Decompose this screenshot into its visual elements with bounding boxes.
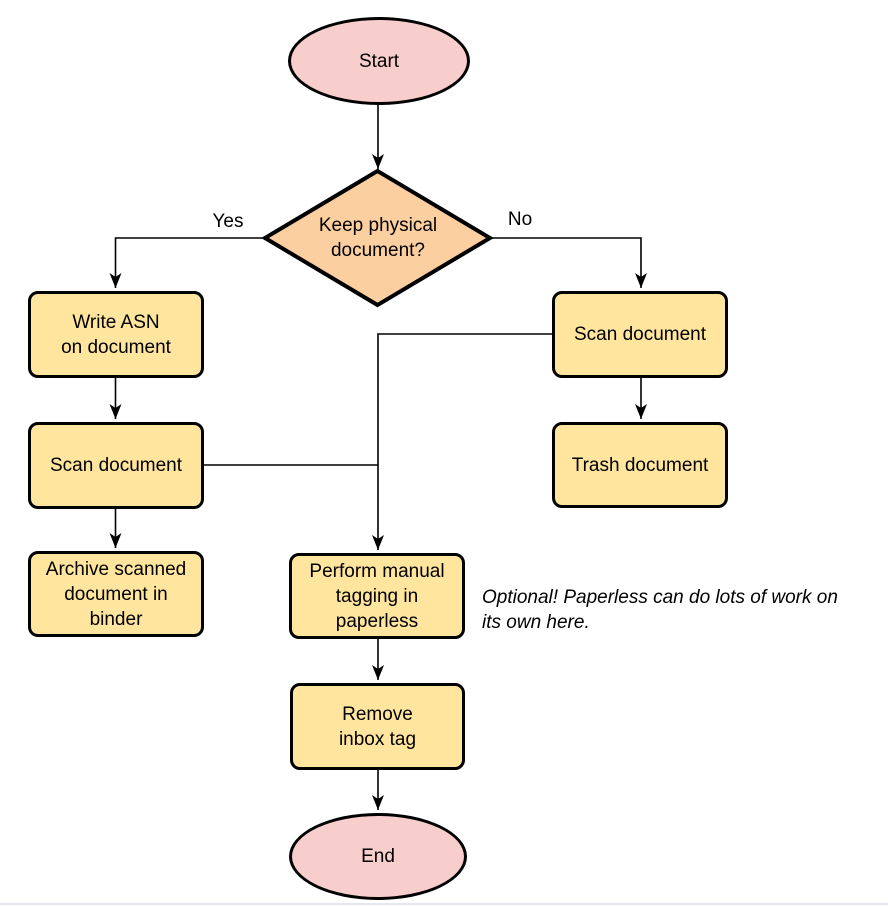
edge-decision-no-to-scan-right xyxy=(490,237,647,288)
start-node: Start xyxy=(288,17,470,105)
end-node: End xyxy=(289,813,467,900)
trash-document-label: Trash document xyxy=(571,454,709,476)
archive-document-label: Archive scanned document in binder xyxy=(45,558,187,630)
edge-scan-right-to-tagging xyxy=(372,333,552,550)
archive-document-node: Archive scanned document in binder xyxy=(28,551,204,637)
remove-inbox-tag-label: Remove inbox tag xyxy=(338,703,417,750)
scan-document-left-label: Scan document xyxy=(49,455,183,476)
trash-document-node: Trash document xyxy=(552,422,728,508)
write-asn-node-label: Write ASN on document xyxy=(61,311,171,358)
edge-decision-yes-to-write-asn xyxy=(109,237,265,288)
scan-document-right-node: Scan document xyxy=(552,291,728,378)
manual-tagging-label: Perform manual tagging in paperless xyxy=(309,560,445,632)
manual-tagging-node: Perform manual tagging in paperless xyxy=(289,553,465,639)
scan-document-right-label: Scan document xyxy=(573,324,707,345)
edge-label-yes: Yes xyxy=(212,211,244,232)
page-bottom-divider xyxy=(0,903,888,905)
optional-annotation: Optional! Paperless can do lots of work … xyxy=(482,587,838,633)
write-asn-node: Write ASN on document xyxy=(28,291,204,378)
edge-label-no: No xyxy=(507,209,533,230)
decision-diamond-shape xyxy=(261,168,494,308)
end-node-label: End xyxy=(361,846,395,867)
scan-document-left-node: Scan document xyxy=(28,422,204,509)
decision-node-label: Keep physical document? xyxy=(318,215,438,261)
start-node-label: Start xyxy=(358,50,400,72)
remove-inbox-tag-node: Remove inbox tag xyxy=(290,683,465,770)
